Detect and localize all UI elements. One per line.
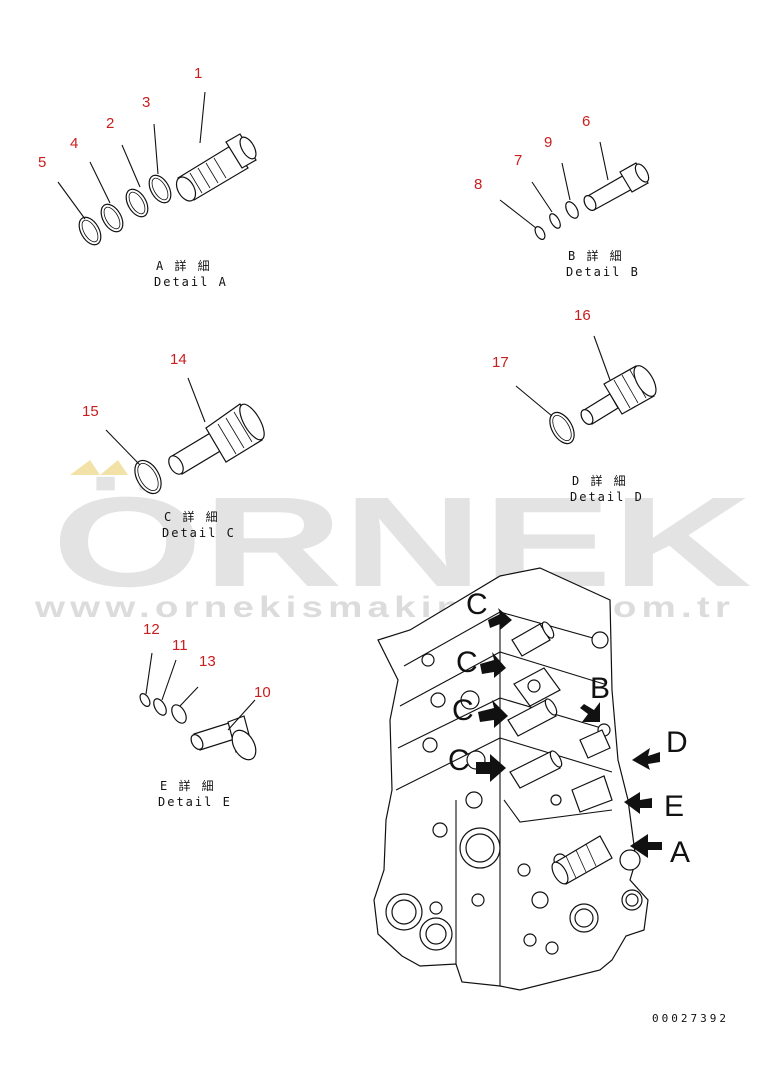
leader-17 xyxy=(515,385,553,417)
arrow-c2 xyxy=(480,652,506,678)
o-ring-17[interactable] xyxy=(545,408,579,447)
detail-c-caption-en: Detail C xyxy=(162,526,236,540)
leader-5 xyxy=(57,181,86,220)
control-valve-assembly: C C C C B D E A xyxy=(373,567,690,991)
callout-7[interactable]: 7 xyxy=(514,152,522,169)
detail-c-caption-jp: C 詳 細 xyxy=(164,509,220,524)
leader-9 xyxy=(561,162,571,201)
backup-ring-4[interactable] xyxy=(97,201,128,236)
callout-1[interactable]: 1 xyxy=(194,65,202,82)
valve-6[interactable] xyxy=(582,162,652,213)
callout-9[interactable]: 9 xyxy=(544,134,552,151)
watermark-url: www.ornekismakinalari.com.tr xyxy=(34,591,735,624)
leader-14 xyxy=(187,377,206,423)
callout-10[interactable]: 10 xyxy=(254,684,271,701)
view-letter-d: D xyxy=(666,726,688,759)
arrow-e xyxy=(624,792,652,814)
leader-6 xyxy=(599,141,609,181)
arrow-c3 xyxy=(478,700,508,728)
detail-a-group: 1 2 3 4 5 A 詳 細 Detail A xyxy=(38,65,260,289)
valve-body xyxy=(373,567,649,991)
detail-e-group: 10 11 12 13 E 詳 細 Detail E xyxy=(138,621,271,809)
callout-15[interactable]: 15 xyxy=(82,403,99,420)
cartridge-a xyxy=(551,835,613,885)
o-ring-2[interactable] xyxy=(122,186,153,221)
backup-ring-3[interactable] xyxy=(145,172,176,207)
view-letter-c-4: C xyxy=(448,744,470,777)
o-ring-8[interactable] xyxy=(533,225,547,241)
watermark-brand: ÖRNEK xyxy=(52,471,752,614)
view-letter-c-1: C xyxy=(466,588,488,621)
detail-c-group: 14 15 C 詳 細 Detail C xyxy=(82,351,269,540)
leader-16 xyxy=(593,335,611,381)
callout-12[interactable]: 12 xyxy=(143,621,160,638)
cartridge-c-low xyxy=(509,750,563,789)
view-letter-c-2: C xyxy=(456,646,478,679)
callout-3[interactable]: 3 xyxy=(142,94,150,111)
callout-11[interactable]: 11 xyxy=(172,637,188,654)
callout-17[interactable]: 17 xyxy=(492,354,509,371)
callout-4[interactable]: 4 xyxy=(70,135,78,152)
leader-10 xyxy=(227,699,256,731)
watermark-accent-mark xyxy=(70,460,100,475)
watermark-accent-mark xyxy=(100,460,128,475)
cartridge-d xyxy=(579,729,611,759)
watermark: ÖRNEK www.ornekismakinalari.com.tr xyxy=(34,460,752,624)
arrow-c1 xyxy=(488,608,512,630)
backup-ring-11[interactable] xyxy=(151,697,169,718)
detail-b-group: 6 7 8 9 B 詳 細 Detail B xyxy=(474,113,652,279)
callout-8[interactable]: 8 xyxy=(474,176,482,193)
callout-2[interactable]: 2 xyxy=(106,115,114,132)
view-letter-a: A xyxy=(670,836,690,869)
valve-10[interactable] xyxy=(189,715,261,764)
cartridge-e xyxy=(571,775,613,813)
backup-ring-7[interactable] xyxy=(548,212,563,230)
arrow-b xyxy=(580,702,600,722)
cartridge-c-top xyxy=(511,621,555,657)
leader-2 xyxy=(121,144,141,188)
valve-16[interactable] xyxy=(579,362,661,426)
detail-a-caption-en: Detail A xyxy=(154,275,228,289)
o-ring-15[interactable] xyxy=(129,456,166,498)
o-ring-5[interactable] xyxy=(75,214,106,249)
detail-e-caption-en: Detail E xyxy=(158,795,232,809)
detail-a-caption-jp: A 詳 細 xyxy=(156,258,212,273)
o-ring-13[interactable] xyxy=(169,702,189,725)
detail-d-group: 16 17 D 詳 細 Detail D xyxy=(492,307,661,504)
view-letter-e: E xyxy=(664,790,684,823)
leader-8 xyxy=(499,199,537,229)
callout-14[interactable]: 14 xyxy=(170,351,187,368)
drawing-number: 00027392 xyxy=(652,1012,729,1025)
leader-12 xyxy=(145,652,153,695)
leader-4 xyxy=(89,161,111,204)
leader-11 xyxy=(161,659,177,701)
cartridge-c-middle xyxy=(507,698,558,737)
leader-13 xyxy=(179,686,199,707)
arrow-d xyxy=(632,748,660,770)
cartridge-b xyxy=(513,667,561,707)
detail-d-caption-en: Detail D xyxy=(570,490,644,504)
leader-1 xyxy=(199,91,206,144)
leader-3 xyxy=(153,123,159,175)
view-letter-b: B xyxy=(590,672,610,705)
detail-d-caption-jp: D 詳 細 xyxy=(572,473,628,488)
callout-5[interactable]: 5 xyxy=(38,154,46,171)
arrow-c4 xyxy=(476,754,506,782)
callout-13[interactable]: 13 xyxy=(199,653,216,670)
view-letter-c-3: C xyxy=(452,694,474,727)
valve-14[interactable] xyxy=(166,401,269,477)
callout-6[interactable]: 6 xyxy=(582,113,590,130)
o-ring-9[interactable] xyxy=(563,200,581,221)
detail-e-caption-jp: E 詳 細 xyxy=(160,778,216,793)
callout-16[interactable]: 16 xyxy=(574,307,591,324)
detail-b-caption-jp: B 詳 細 xyxy=(568,248,624,263)
leader-15 xyxy=(105,429,141,466)
relief-valve-1[interactable] xyxy=(173,133,260,204)
o-ring-12[interactable] xyxy=(138,692,152,708)
leader-7 xyxy=(531,181,553,213)
view-arrows xyxy=(476,608,662,858)
detail-b-caption-en: Detail B xyxy=(566,265,640,279)
arrow-a xyxy=(630,834,662,858)
